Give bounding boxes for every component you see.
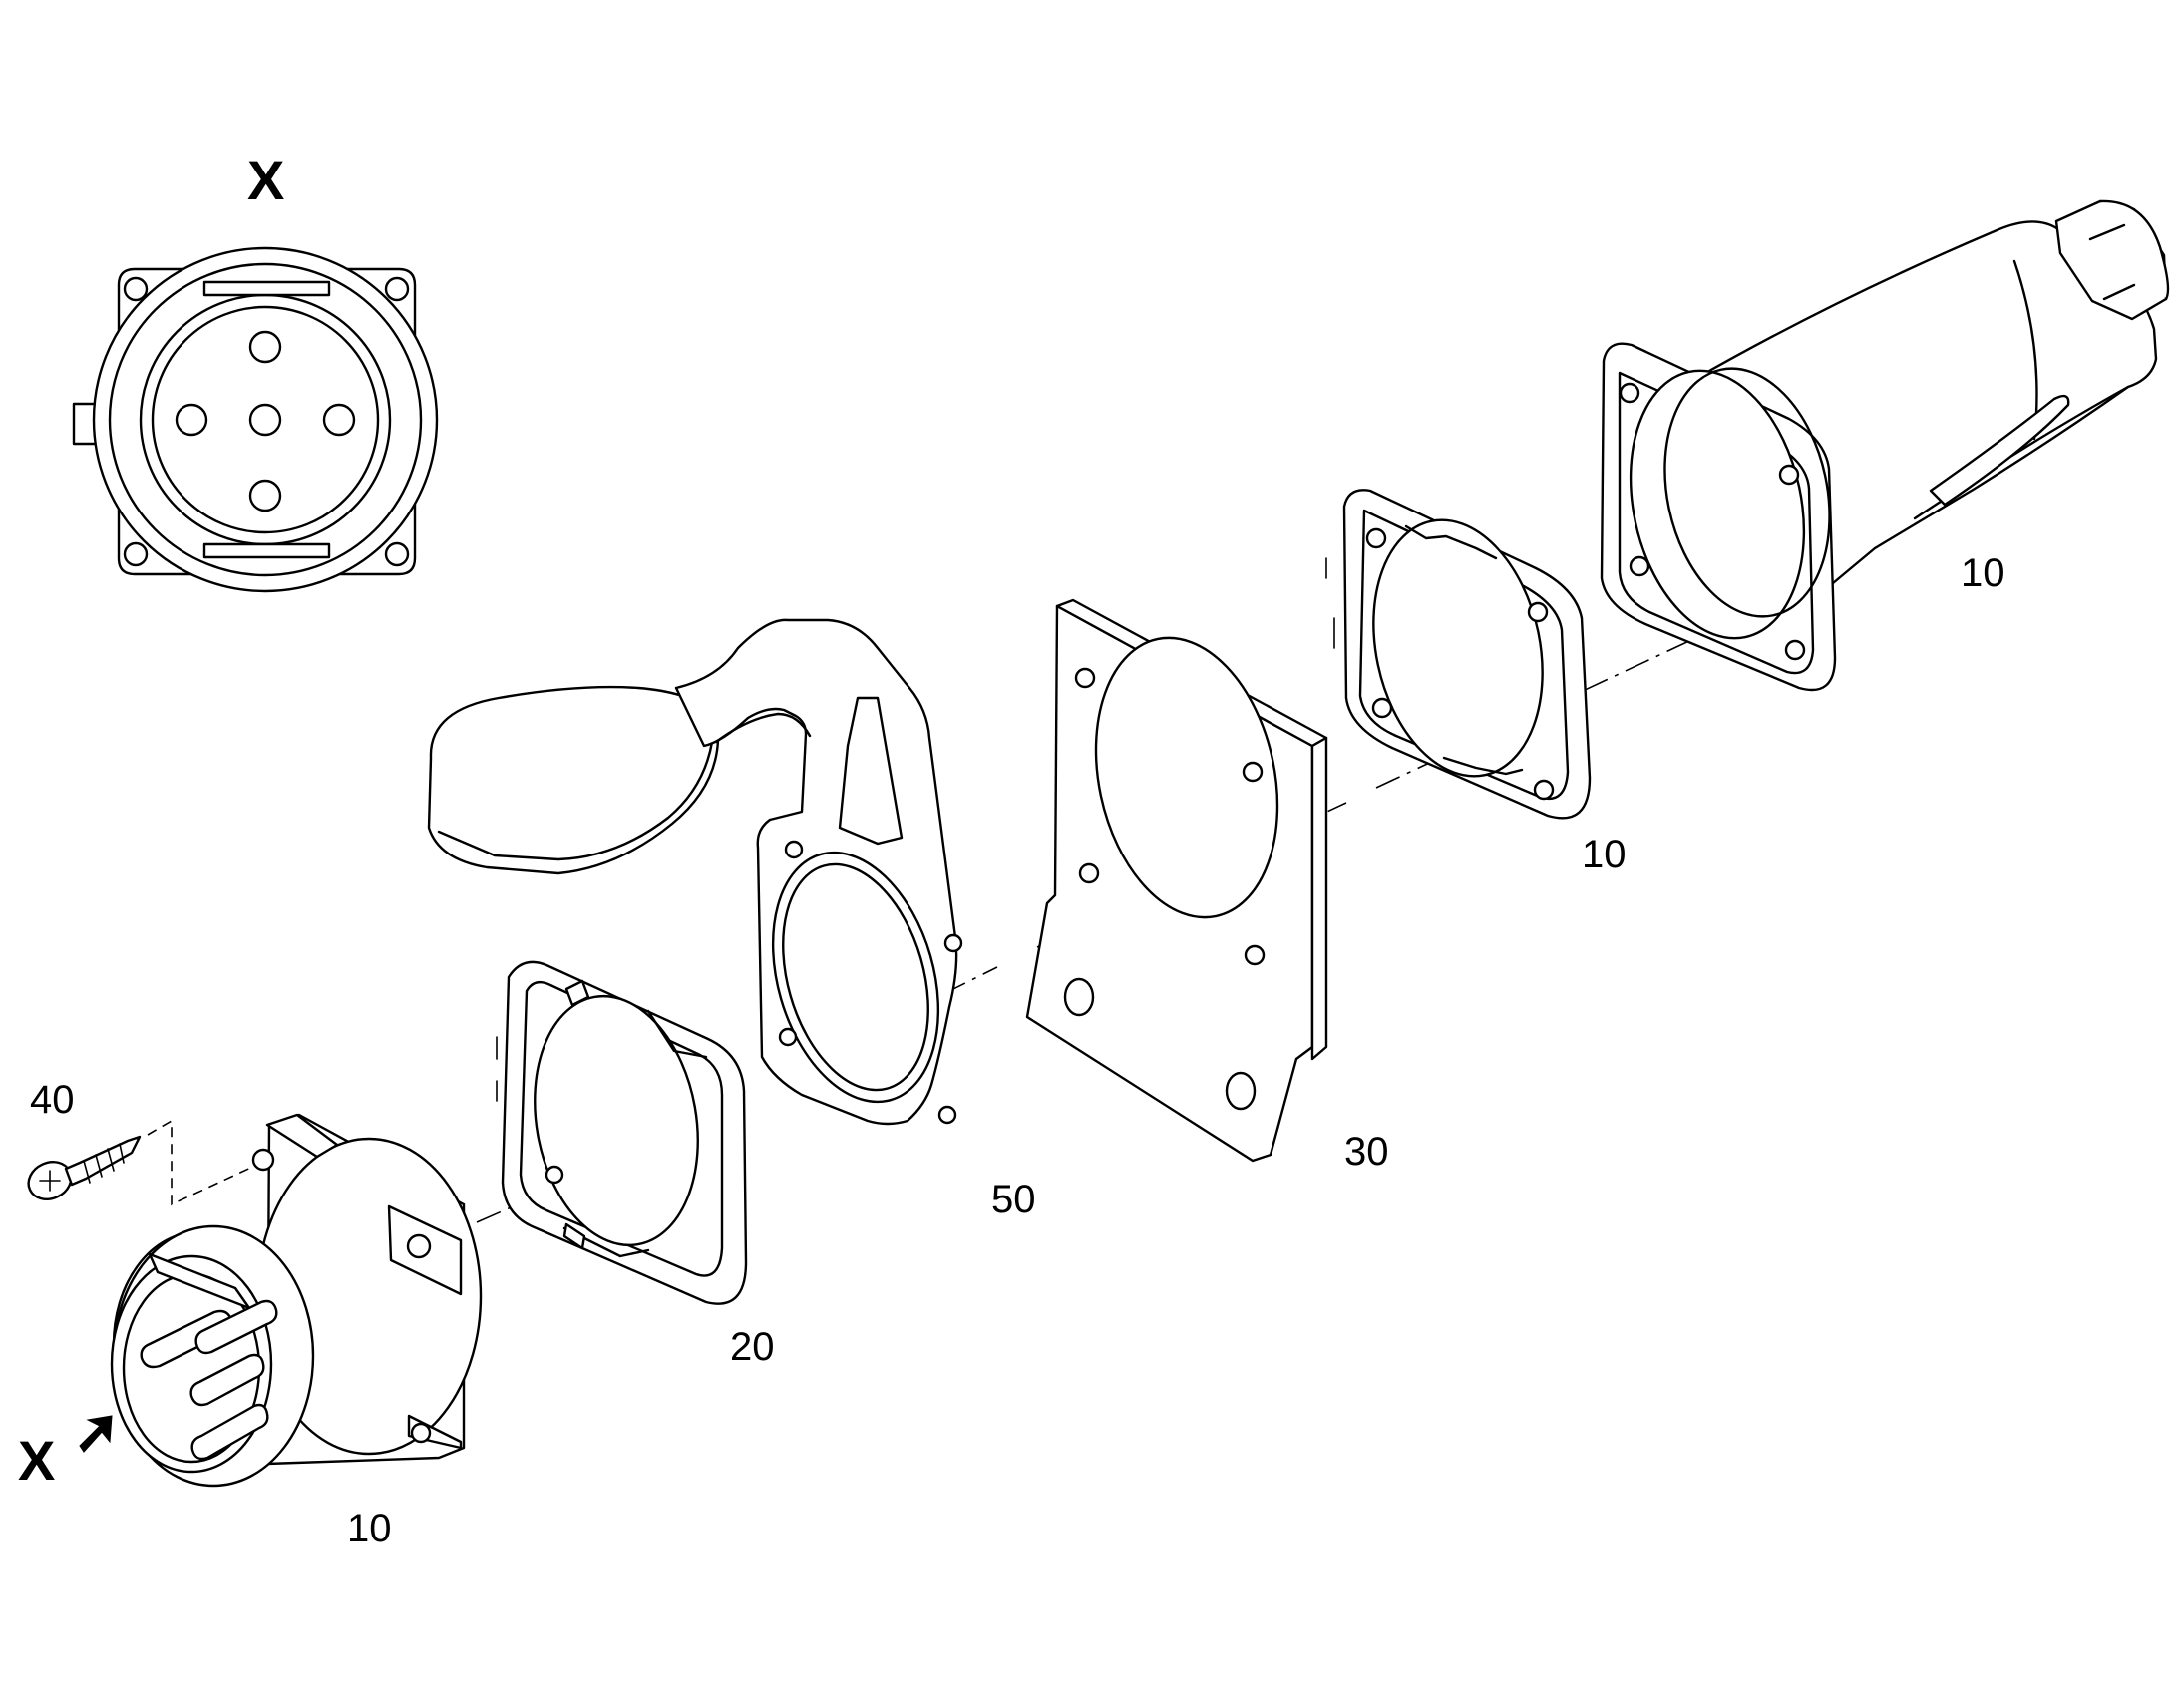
screw-leader — [147, 1119, 258, 1206]
pin-top — [248, 330, 282, 364]
flange-ring-part-10: 10 — [1325, 489, 1627, 876]
cover-part-50: 50 — [427, 618, 1036, 1221]
callout-10-plug: 10 — [347, 1507, 392, 1550]
screw-part-40: 40 — [27, 1078, 258, 1206]
callout-10-ring: 10 — [1582, 833, 1627, 876]
seal-part-20: 20 — [496, 960, 775, 1369]
callout-10-housing: 10 — [1961, 551, 2005, 595]
callout-40: 40 — [30, 1078, 75, 1122]
callout-30: 30 — [1344, 1130, 1389, 1174]
callout-20: 20 — [730, 1325, 775, 1369]
mounting-plate-part-30: 30 — [1025, 598, 1389, 1174]
pin-center — [248, 403, 282, 437]
view-direction-arrow — [79, 1415, 113, 1453]
view-x-front: X — [72, 149, 439, 593]
pin-left — [175, 403, 208, 437]
pin-right — [322, 403, 356, 437]
view-x-marker: X — [18, 1429, 55, 1492]
housing-part-10: 10 — [1600, 199, 2170, 692]
plug-part-10: 10 X — [18, 1113, 483, 1550]
pin-bottom — [248, 479, 282, 512]
callout-50: 50 — [991, 1178, 1036, 1221]
view-x-title: X — [247, 149, 284, 211]
